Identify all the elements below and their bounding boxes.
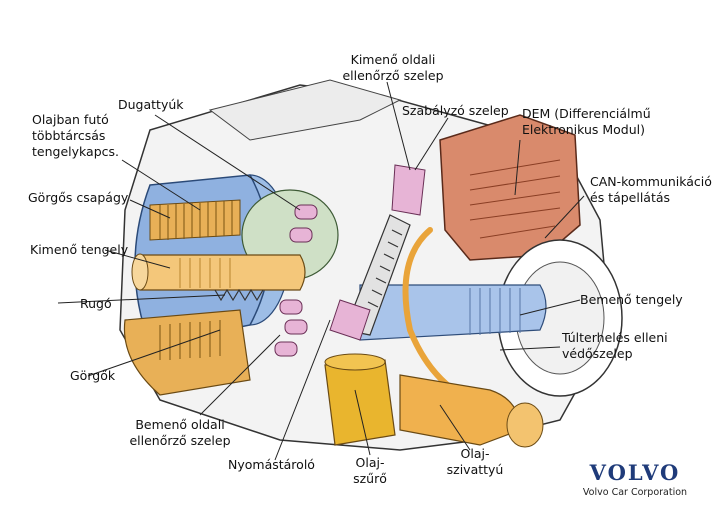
label-text: CAN-kommunikáció és tápellátás bbox=[590, 174, 712, 205]
label-roller-bearing: Görgős csapágy bbox=[28, 190, 128, 206]
label-overload-valve: Túlterhelés elleni védőszelep bbox=[562, 330, 668, 362]
label-pistons: Dugattyúk bbox=[118, 97, 184, 113]
clutch-plate-lines bbox=[159, 201, 233, 240]
label-text: Kimenő oldali ellenőrző szelep bbox=[342, 52, 444, 83]
label-text: Bemenő oldali ellenőrző szelep bbox=[129, 417, 231, 448]
input-shaft-splines bbox=[469, 288, 521, 335]
label-text: Szabályzó szelep bbox=[402, 103, 509, 118]
label-text: Olaj- szivattyú bbox=[446, 446, 504, 477]
output-shaft-end bbox=[131, 253, 149, 291]
control-valve bbox=[391, 164, 426, 216]
volvo-logo: VOLVO Volvo Car Corporation bbox=[570, 460, 700, 498]
label-text: Görgős csapágy bbox=[28, 190, 129, 205]
output-shaft-splines bbox=[179, 258, 231, 288]
label-text: Kimenő tengely bbox=[30, 242, 129, 257]
oil-pump-end bbox=[506, 402, 544, 448]
label-text: Bemenő tengely bbox=[580, 292, 683, 307]
label-oil-pump: Olaj- szivattyú bbox=[440, 446, 510, 478]
label-output-check-valve: Kimenő oldali ellenőrző szelep bbox=[328, 52, 458, 84]
housing-top-rib bbox=[208, 79, 402, 141]
dem-fins bbox=[469, 159, 561, 239]
leader-lines bbox=[57, 81, 585, 461]
label-text: Rugó bbox=[80, 296, 112, 311]
oil-filter-top bbox=[324, 353, 386, 371]
accumulator-piston bbox=[329, 299, 371, 341]
pistons bbox=[274, 204, 318, 357]
label-rollers: Görgők bbox=[70, 368, 115, 384]
label-accumulator: Nyomástároló bbox=[228, 457, 315, 473]
label-text: Görgők bbox=[70, 368, 116, 383]
label-text: Olajban futó többtárcsás tengelykapcs. bbox=[32, 112, 119, 159]
label-output-shaft: Kimenő tengely bbox=[30, 242, 128, 258]
label-text: Dugattyúk bbox=[118, 97, 184, 112]
volvo-wordmark: VOLVO bbox=[589, 460, 681, 485]
label-spring: Rugó bbox=[80, 296, 112, 312]
accumulator-coil bbox=[367, 229, 403, 308]
input-shaft bbox=[359, 284, 547, 341]
label-text: DEM (Differenciálmű Elektronikus Modul) bbox=[522, 106, 651, 137]
label-text: Túlterhelés elleni védőszelep bbox=[562, 330, 668, 361]
label-text: Olaj- szűrő bbox=[353, 455, 387, 486]
clutch-upper-plates bbox=[149, 199, 241, 241]
label-input-check-valve: Bemenő oldali ellenőrző szelep bbox=[110, 417, 250, 449]
label-oil-filter: Olaj- szűrő bbox=[345, 455, 395, 487]
label-control-valve: Szabályzó szelep bbox=[402, 103, 509, 119]
spring bbox=[214, 288, 264, 302]
corporation-name: Volvo Car Corporation bbox=[582, 487, 688, 498]
label-can: CAN-kommunikáció és tápellátás bbox=[590, 174, 712, 206]
oil-filter bbox=[324, 359, 396, 446]
clutch-lower bbox=[123, 309, 251, 396]
label-multiplate-clutch: Olajban futó többtárcsás tengelykapcs. bbox=[32, 112, 119, 160]
label-text: Nyomástároló bbox=[228, 457, 315, 472]
label-input-shaft: Bemenő tengely bbox=[580, 292, 683, 308]
label-dem: DEM (Differenciálmű Elektronikus Modul) bbox=[522, 106, 651, 138]
